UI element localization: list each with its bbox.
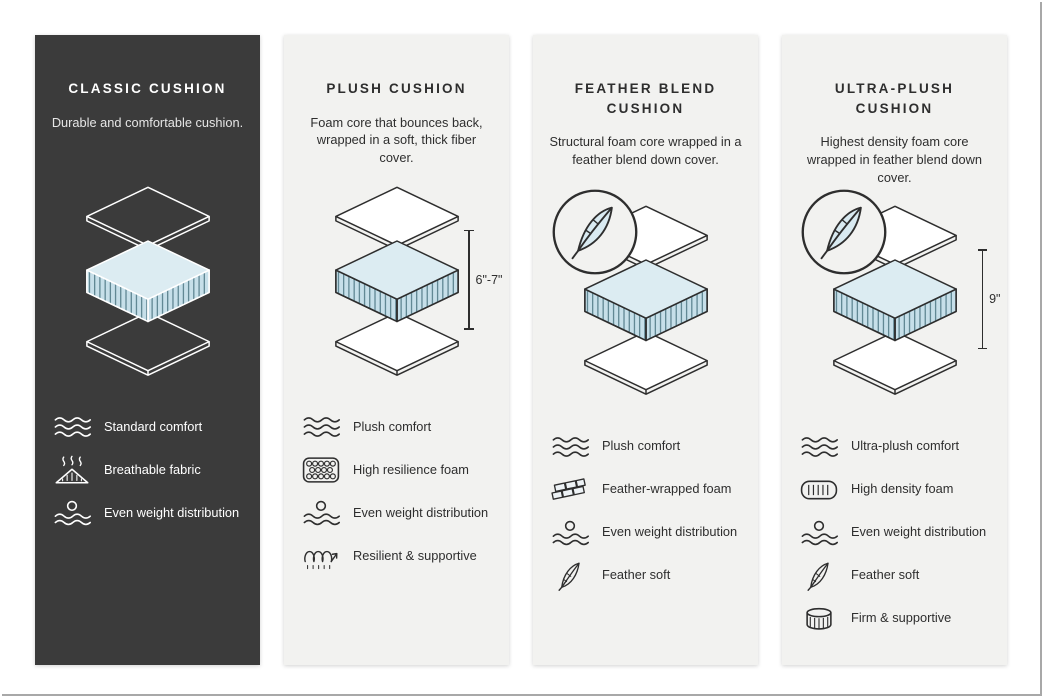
foam-cells-icon: [301, 455, 341, 485]
cushion-diagram: 9": [813, 203, 1001, 407]
feature-row: Feather-wrapped foam: [550, 474, 741, 505]
waves-icon: [799, 432, 839, 462]
column-description: Highest density foam core wrapped in fea…: [806, 134, 982, 185]
waves-icon: [550, 432, 590, 462]
feather-badge-icon: [799, 187, 889, 277]
waves-icon: [301, 412, 341, 442]
feature-label: Plush comfort: [602, 438, 681, 454]
height-label: 9": [989, 292, 1001, 307]
feature-row: Even weight distribution: [550, 517, 741, 548]
feature-row: Standard comfort: [52, 412, 243, 443]
feature-row: Feather soft: [799, 560, 990, 591]
feature-label: Feather-wrapped foam: [602, 481, 732, 497]
feature-row: Breathable fabric: [52, 455, 243, 486]
column-title: PLUSH CUSHION: [326, 81, 467, 96]
feature-list: Plush comfort Feather-wrapped foam Even …: [549, 431, 742, 591]
column-description: Durable and comfortable cushion.: [51, 114, 244, 130]
feather-badge-icon: [550, 187, 640, 277]
feather-icon: [799, 561, 839, 591]
ruler-line-icon: [978, 249, 986, 350]
feature-label: Ultra-plush comfort: [851, 438, 960, 454]
feature-list: Standard comfort Breathable fabric Even …: [51, 412, 244, 529]
column-description: Foam core that bounces back, wrapped in …: [310, 114, 483, 166]
feature-row: Feather soft: [550, 560, 741, 591]
firm-support-icon: [799, 604, 839, 634]
feather-icon: [550, 561, 590, 591]
column-title: ULTRA-PLUSH CUSHION: [834, 81, 955, 116]
feature-row: High density foam: [799, 474, 990, 505]
weight-distribution-icon: [799, 518, 839, 548]
cushion-diagram: [66, 184, 230, 388]
feature-row: Ultra-plush comfort: [799, 431, 990, 462]
column-plush-cushion: PLUSH CUSHION Foam core that bounces bac…: [284, 35, 509, 665]
feature-row: Even weight distribution: [52, 498, 243, 529]
ruler-line-icon: [465, 229, 473, 330]
feature-label: Standard comfort: [104, 418, 203, 434]
feature-label: Even weight distribution: [602, 524, 738, 540]
bricks-icon: [550, 475, 590, 505]
weight-distribution-icon: [301, 498, 341, 528]
feature-label: Even weight distribution: [353, 504, 489, 520]
feature-label: High resilience foam: [353, 461, 469, 477]
feature-label: Firm & supportive: [851, 610, 952, 626]
column-ultra-plush-cushion: ULTRA-PLUSH CUSHION Highest density foam…: [782, 35, 1007, 665]
density-foam-icon: [799, 475, 839, 505]
weight-distribution-icon: [550, 518, 590, 548]
feature-label: Feather soft: [851, 567, 920, 583]
feature-row: Firm & supportive: [799, 603, 990, 634]
feature-label: Even weight distribution: [104, 504, 240, 520]
spring-icon: [301, 541, 341, 571]
height-label: 6"-7": [475, 272, 503, 287]
height-marker: 6"-7": [465, 229, 503, 330]
feature-label: High density foam: [851, 481, 954, 497]
feature-row: Even weight distribution: [799, 517, 990, 548]
feature-row: Resilient & supportive: [301, 541, 492, 572]
cushion-diagram: 6"-7": [315, 184, 503, 388]
column-classic-cushion: CLASSIC CUSHION Durable and comfortable …: [35, 35, 260, 665]
layered-cushion-illustration: [315, 184, 479, 380]
feature-row: Plush comfort: [550, 431, 741, 462]
column-title: CLASSIC CUSHION: [68, 81, 227, 96]
feature-list: Ultra-plush comfort High density foam Ev…: [798, 431, 991, 634]
feature-label: Resilient & supportive: [353, 547, 477, 563]
feature-label: Feather soft: [602, 567, 671, 583]
feature-label: Breathable fabric: [104, 461, 201, 477]
waves-icon: [52, 412, 92, 442]
weight-distribution-icon: [52, 498, 92, 528]
height-marker: 9": [978, 249, 1001, 350]
cushion-comparison-columns: CLASSIC CUSHION Durable and comfortable …: [35, 35, 1007, 665]
feature-list: Plush comfort High resilience foam Even …: [300, 412, 493, 572]
feature-row: Even weight distribution: [301, 498, 492, 529]
column-feather-blend-cushion: FEATHER BLEND CUSHION Structural foam co…: [533, 35, 758, 665]
column-title: FEATHER BLEND CUSHION: [574, 81, 717, 116]
column-description: Structural foam core wrapped in a feathe…: [549, 134, 742, 168]
feature-label: Even weight distribution: [851, 524, 987, 540]
layered-cushion-illustration: [66, 184, 230, 380]
feature-row: High resilience foam: [301, 455, 492, 486]
feature-row: Plush comfort: [301, 412, 492, 443]
cushion-diagram: [564, 203, 728, 407]
breathable-fabric-icon: [52, 455, 92, 485]
feature-label: Plush comfort: [353, 418, 432, 434]
